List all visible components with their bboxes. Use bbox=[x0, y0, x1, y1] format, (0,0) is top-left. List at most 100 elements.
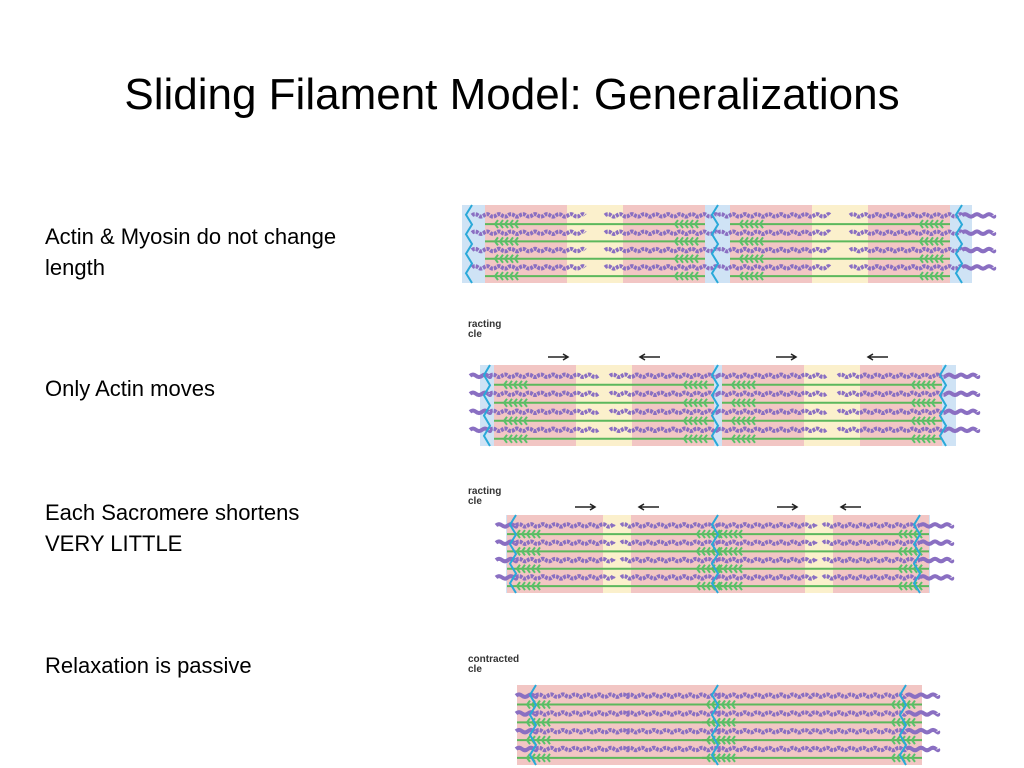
myosin-head bbox=[684, 254, 689, 264]
thin-filament bbox=[514, 574, 616, 581]
myosin-head bbox=[908, 546, 913, 556]
myosin-head bbox=[696, 529, 701, 539]
sarcomere-diagram-contracting-more: racting cle bbox=[468, 487, 1008, 602]
myosin-head bbox=[726, 735, 731, 745]
myosin-head bbox=[924, 236, 929, 246]
myosin-head bbox=[516, 529, 521, 539]
myosin-head bbox=[929, 254, 934, 264]
myosin-head bbox=[919, 219, 924, 229]
thin-filament bbox=[468, 426, 493, 434]
sarcomere-diagram-relaxed bbox=[462, 200, 1008, 290]
myosin-head bbox=[929, 219, 934, 229]
myosin-head bbox=[509, 271, 514, 281]
thin-filament bbox=[625, 710, 721, 717]
myosin-head bbox=[541, 699, 546, 710]
myosin-head bbox=[906, 717, 911, 727]
myosin-head bbox=[513, 416, 518, 426]
myosin-head bbox=[931, 398, 936, 408]
myosin-head bbox=[721, 735, 726, 745]
bullet-actin-moves: Only Actin moves bbox=[45, 376, 215, 401]
myosin-head bbox=[503, 398, 508, 408]
myosin-head bbox=[523, 434, 528, 444]
myosin-head bbox=[738, 581, 743, 591]
panel-caption: racting cle bbox=[468, 486, 502, 507]
myosin-head bbox=[518, 434, 523, 444]
thin-filament bbox=[494, 556, 519, 564]
thin-filament bbox=[619, 556, 721, 564]
myosin-head bbox=[536, 717, 541, 727]
arrow-right bbox=[548, 353, 570, 361]
myosin-head bbox=[693, 398, 698, 408]
myosin-head bbox=[499, 254, 504, 264]
myosin-head bbox=[523, 416, 528, 426]
thin-filament bbox=[821, 539, 923, 546]
myosin-head bbox=[921, 398, 926, 408]
myosin-head bbox=[694, 254, 699, 264]
myosin-head bbox=[521, 564, 526, 574]
myosin-head bbox=[926, 398, 931, 408]
myosin-head bbox=[693, 434, 698, 444]
myosin-head bbox=[679, 219, 684, 229]
myosin-head bbox=[688, 434, 693, 444]
myosin-head bbox=[523, 398, 528, 408]
myosin-head bbox=[754, 219, 759, 229]
myosin-head bbox=[934, 254, 939, 264]
myosin-head bbox=[689, 236, 694, 246]
myosin-head bbox=[736, 398, 741, 408]
thin-filament bbox=[848, 264, 964, 271]
myosin-head bbox=[891, 717, 896, 727]
thin-filament bbox=[603, 246, 720, 254]
thin-filament bbox=[470, 229, 587, 236]
myosin-head bbox=[706, 564, 711, 574]
z-disc bbox=[528, 684, 538, 766]
z-disc bbox=[898, 684, 908, 766]
thin-filament bbox=[534, 692, 630, 699]
myosin-head bbox=[674, 236, 679, 246]
myosin-head bbox=[536, 753, 541, 763]
myosin-head bbox=[683, 416, 688, 426]
myosin-head bbox=[731, 398, 736, 408]
myosin-head bbox=[736, 416, 741, 426]
myosin-head bbox=[916, 416, 921, 426]
myosin-head bbox=[906, 735, 911, 745]
myosin-head bbox=[531, 529, 536, 539]
z-disc bbox=[482, 364, 492, 447]
myosin-head bbox=[526, 735, 531, 745]
myosin-head bbox=[926, 434, 931, 444]
thin-filament bbox=[488, 408, 600, 416]
myosin-head bbox=[739, 271, 744, 281]
myosin-head bbox=[911, 434, 916, 444]
thin-filament bbox=[918, 556, 955, 564]
thin-filament bbox=[625, 692, 721, 699]
myosin-head bbox=[744, 236, 749, 246]
thin-filament bbox=[716, 692, 814, 699]
thin-filament bbox=[494, 539, 519, 546]
myosin-head bbox=[919, 236, 924, 246]
myosin-head bbox=[903, 546, 908, 556]
myosin-head bbox=[716, 753, 721, 763]
myosin-head bbox=[683, 380, 688, 390]
myosin-head bbox=[526, 717, 531, 727]
thin-filament bbox=[619, 522, 721, 529]
thin-filament bbox=[848, 212, 964, 219]
myosin-head bbox=[508, 380, 513, 390]
myosin-head bbox=[726, 699, 731, 710]
myosin-head bbox=[701, 581, 706, 591]
myosin-head bbox=[754, 236, 759, 246]
myosin-head bbox=[739, 219, 744, 229]
myosin-head bbox=[509, 219, 514, 229]
myosin-head bbox=[504, 254, 509, 264]
myosin-head bbox=[531, 564, 536, 574]
sarcomere-svg bbox=[468, 353, 981, 447]
thin-filament bbox=[603, 212, 720, 219]
thin-filament bbox=[608, 426, 720, 434]
myosin-head bbox=[679, 236, 684, 246]
myosin-head bbox=[723, 546, 728, 556]
thin-filament bbox=[716, 574, 818, 581]
myosin-head bbox=[744, 254, 749, 264]
thin-filament bbox=[534, 727, 630, 735]
myosin-head bbox=[711, 699, 716, 710]
thin-filament bbox=[514, 522, 616, 529]
thin-filament bbox=[944, 408, 981, 416]
myosin-head bbox=[903, 529, 908, 539]
